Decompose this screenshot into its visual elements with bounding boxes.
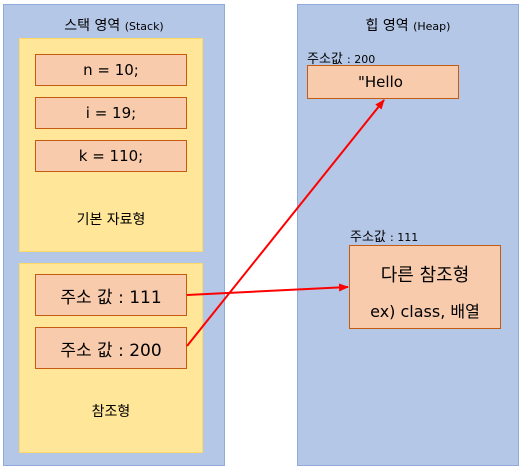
heap-object-111: 다른 참조형 ex) class, 배열 [349, 245, 501, 329]
stack-title-en: (Stack) [124, 20, 164, 33]
heap-object-111-line2: ex) class, 배열 [370, 302, 480, 321]
reference-cell-200: 주소 값 : 200 [35, 327, 187, 369]
stack-title-ko: 스택 영역 [64, 18, 121, 34]
primitive-cell-k: k = 110; [35, 140, 187, 172]
reference-group-label: 참조형 [91, 404, 131, 420]
heap-title-ko: 힙 영역 [365, 18, 409, 34]
reference-cell-111: 주소 값 : 111 [35, 274, 187, 316]
addr-200-num: : 200 [347, 53, 376, 66]
primitive-cell-i: i = 19; [35, 97, 187, 129]
heap-addr-111-label: 주소값 : 111 [350, 226, 418, 245]
heap-object-111-line1: 다른 참조형 [380, 265, 470, 286]
heap-addr-200-label: 주소값 : 200 [307, 48, 375, 67]
addr-111-ko: 주소값 [350, 230, 386, 245]
primitive-cell-n: n = 10; [35, 54, 187, 86]
heap-object-200: "Hello [307, 65, 459, 99]
addr-111-num: : 111 [390, 231, 419, 244]
addr-200-ko: 주소값 [307, 52, 343, 67]
primitive-group-label: 기본 자료형 [76, 212, 146, 228]
heap-title: 힙 영역 (Heap) [298, 15, 518, 35]
heap-title-en: (Heap) [413, 20, 451, 33]
stack-title: 스택 영역 (Stack) [4, 15, 224, 35]
